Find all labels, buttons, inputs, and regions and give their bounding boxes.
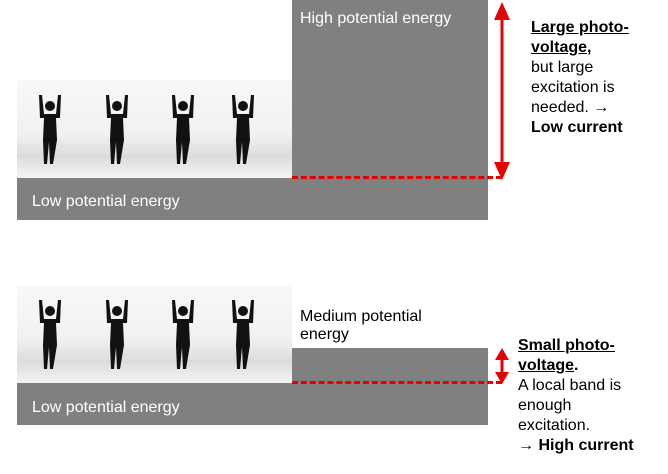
bottom-note-title-line1: Small photo- bbox=[518, 337, 615, 354]
large-voltage-arrow bbox=[494, 2, 510, 180]
top-dashed-level-line bbox=[292, 176, 502, 179]
top-note-title-suffix: , bbox=[587, 39, 592, 56]
top-note-line4: excitation is bbox=[531, 79, 615, 96]
top-explanation-note: Large photo- voltage, but large excitati… bbox=[531, 18, 666, 138]
bottom-note-line4: enough bbox=[518, 397, 572, 414]
low-energy-block-bottom bbox=[17, 383, 488, 425]
top-note-line5: needed. → bbox=[531, 99, 610, 116]
people-figures-image bbox=[17, 80, 292, 178]
bottom-note-line5: excitation. bbox=[518, 417, 591, 434]
bottom-note-title-line2: voltage bbox=[518, 357, 575, 374]
people-figures-image-bottom bbox=[17, 285, 292, 383]
bottom-note-line3: A local band is bbox=[518, 377, 622, 394]
low-energy-label-top: Low potential energy bbox=[32, 193, 180, 210]
bottom-note-line6: → High current bbox=[518, 437, 634, 454]
top-note-line6: Low current bbox=[531, 119, 623, 136]
bottom-note-title-suffix: . bbox=[574, 357, 579, 374]
medium-energy-label: Medium potential energy bbox=[300, 308, 422, 344]
high-energy-label: High potential energy bbox=[300, 10, 452, 27]
medium-energy-block bbox=[292, 348, 488, 384]
medium-energy-label-line2: energy bbox=[300, 326, 349, 343]
top-note-line3: but large bbox=[531, 59, 594, 76]
low-energy-label-bottom: Low potential energy bbox=[32, 399, 180, 416]
low-energy-block-top bbox=[17, 178, 488, 220]
medium-energy-label-line1: Medium potential bbox=[300, 308, 422, 325]
bottom-dashed-level-line bbox=[292, 381, 502, 384]
top-note-title-line2: voltage bbox=[531, 39, 588, 56]
bottom-explanation-note: Small photo- voltage. A local band is en… bbox=[518, 336, 666, 456]
top-note-title-line1: Large photo- bbox=[531, 19, 629, 36]
small-voltage-arrow bbox=[495, 348, 509, 384]
